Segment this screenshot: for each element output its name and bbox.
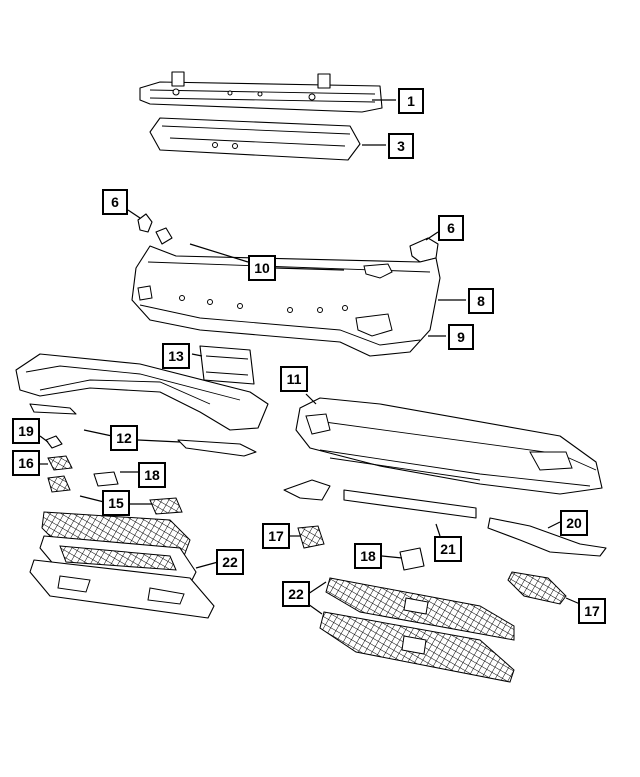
part-22-lower-grille-left: [29, 511, 215, 619]
part-21-fascia-strip: [283, 479, 477, 519]
callout-22: 22: [282, 581, 310, 607]
callout-11: 11: [280, 366, 308, 392]
part-16-fog-bezel: [47, 455, 73, 471]
callout-18: 18: [138, 462, 166, 488]
callout-3: 3: [388, 133, 414, 159]
callout-6: 6: [102, 189, 128, 215]
callout-8: 8: [468, 288, 494, 314]
part-17-fog-grille: [297, 525, 567, 605]
part-18-cap-right: [399, 547, 425, 571]
part-12-fascia-trim: [29, 403, 257, 457]
part-11-lower-fascia: [295, 397, 603, 495]
part-22-lower-grille-right: [319, 577, 515, 683]
part-18-cap-left: [93, 471, 119, 487]
callout-20: 20: [560, 510, 588, 536]
callout-21: 21: [434, 536, 462, 562]
callout-1: 1: [398, 88, 424, 114]
callout-9: 9: [448, 324, 474, 350]
callout-13: 13: [162, 343, 190, 369]
callout-18: 18: [354, 543, 382, 569]
part-13-license-bracket: [199, 345, 255, 385]
callout-22: 22: [216, 549, 244, 575]
callout-17: 17: [578, 598, 606, 624]
callout-15: 15: [102, 490, 130, 516]
part-20-fascia-trim: [487, 517, 607, 557]
callout-19: 19: [12, 418, 40, 444]
callout-17: 17: [262, 523, 290, 549]
part-1-bumper-reinforcement: [139, 71, 383, 113]
part-15-grille-insert: [47, 475, 183, 515]
part-lower-fascia-left: [15, 353, 269, 431]
part-6-clip-left: [137, 213, 173, 245]
callout-6: 6: [438, 215, 464, 241]
callout-12: 12: [110, 425, 138, 451]
part-19-fastener: [45, 435, 63, 449]
callout-16: 16: [12, 450, 40, 476]
part-3-energy-absorber: [149, 117, 361, 161]
part-8-front-fascia: [131, 245, 441, 357]
leader-lines: [39, 99, 581, 615]
callout-10: 10: [248, 255, 276, 281]
